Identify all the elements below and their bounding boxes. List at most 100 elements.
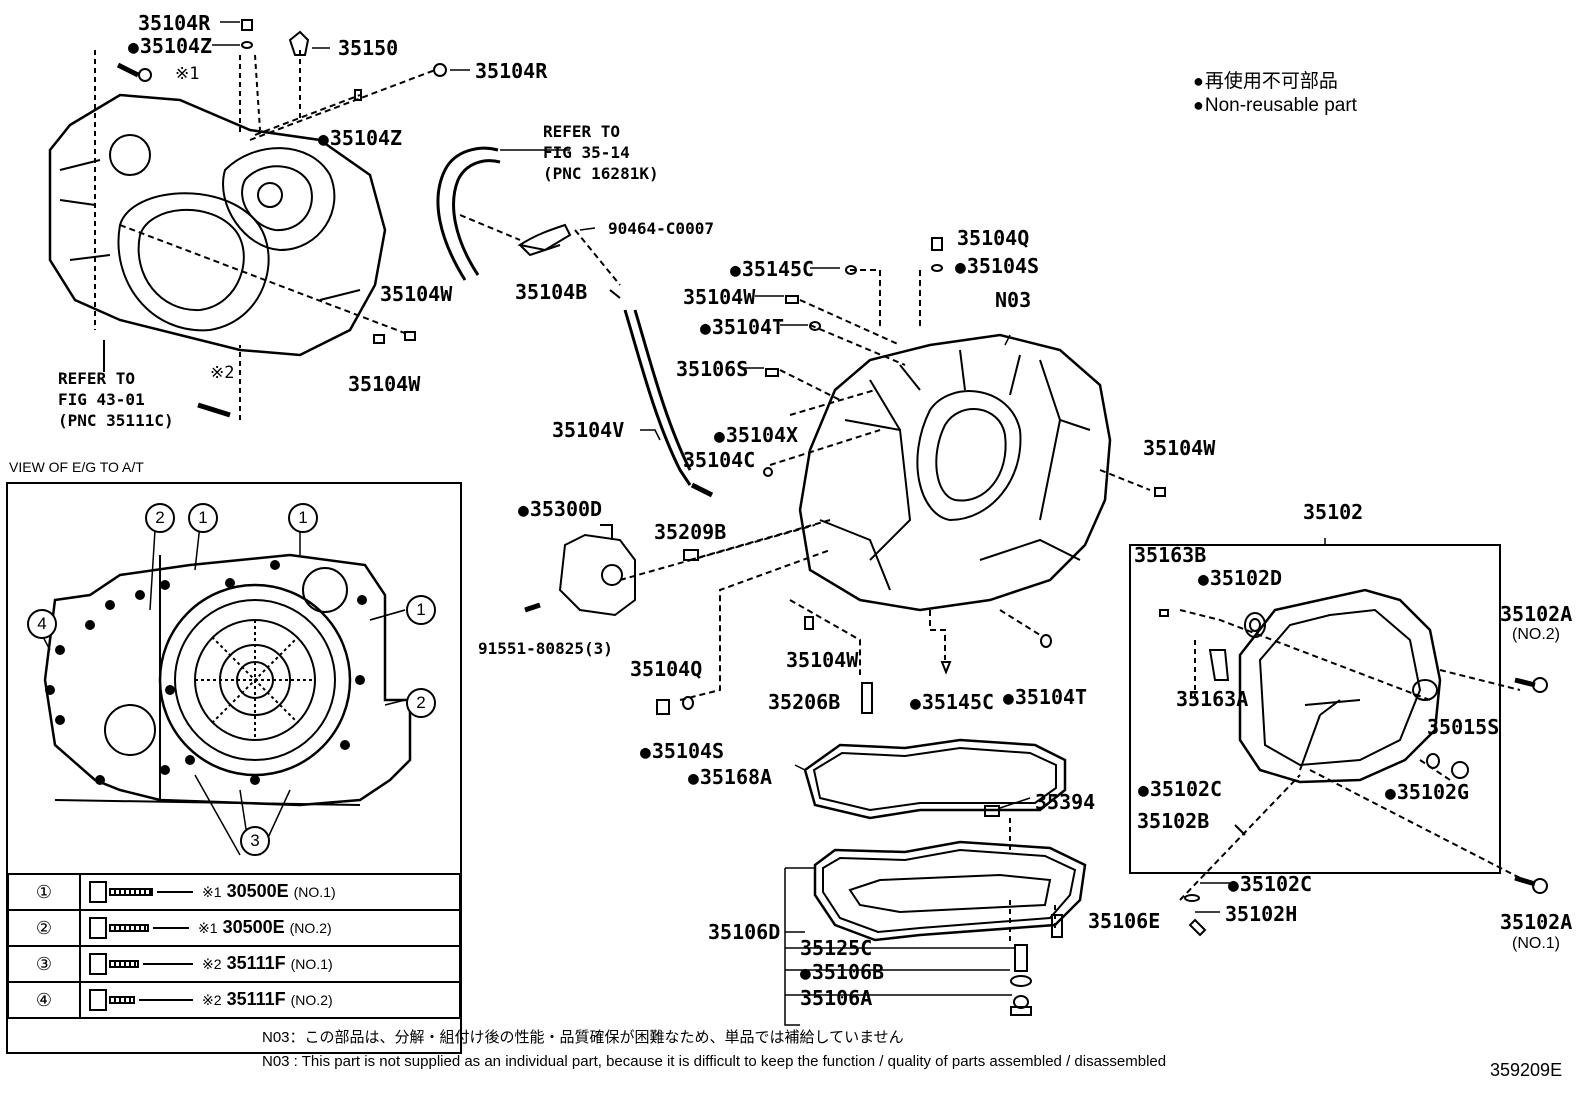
refer-fig43-line3[interactable]: (PNC 35111C) [58, 411, 174, 430]
bolt-part[interactable]: 35111F [226, 952, 286, 973]
footnote-en: N03 : This part is not supplied as an in… [262, 1053, 1167, 1070]
part-35168A[interactable]: 35168A [688, 767, 772, 788]
footnote-jp: N03：この部品は、分解・組付け後の性能・品質確保が困難なため、単品では補給して… [262, 1029, 904, 1046]
bolt-symbol: ④ [7, 981, 81, 1019]
part-35209B[interactable]: 35209B [654, 520, 727, 544]
part-35102D[interactable]: 35102D [1198, 568, 1282, 589]
part-35102A-no1[interactable]: 35102A [1500, 910, 1573, 934]
part-35206B[interactable]: 35206B [768, 690, 841, 714]
bolt-icon [89, 953, 107, 976]
part-35145C-top[interactable]: 35145C [730, 259, 814, 280]
bolt-row: ② ※1 30500E (NO.2) [7, 909, 461, 947]
oil-pan-drawing [813, 818, 1087, 1016]
part-35163B[interactable]: 35163B [1134, 543, 1207, 567]
bolt-icon [89, 989, 107, 1012]
part-35145C-low[interactable]: 35145C [910, 692, 994, 713]
part-35104Q-low[interactable]: 35104Q [630, 657, 703, 681]
part-35102[interactable]: 35102 [1303, 500, 1364, 524]
part-N03[interactable]: N03 [995, 288, 1032, 312]
part-35015S[interactable]: 35015S [1427, 715, 1500, 739]
legend-jp: 再使用不可部品 [1193, 71, 1338, 92]
bolt-table: ① ※1 30500E (NO.1) ② ※1 30500E (NO.2) ③ … [7, 873, 461, 1019]
bolt-part[interactable]: 35111F [226, 988, 286, 1009]
part-35102A-no1-sub: (NO.1) [1512, 935, 1560, 952]
part-35106S[interactable]: 35106S [676, 357, 749, 381]
part-35102G[interactable]: 35102G [1385, 782, 1469, 803]
part-35106E[interactable]: 35106E [1088, 909, 1161, 933]
part-35102A-no2-sub: (NO.2) [1512, 626, 1560, 643]
callout-1-side[interactable]: 1 [406, 595, 436, 625]
bolt-icon [89, 881, 107, 904]
bolt-spec: ※2 35111F (NO.2) [79, 981, 461, 1019]
part-35104Z-mid[interactable]: 35104Z [318, 128, 402, 149]
refer-fig35-line2[interactable]: FIG 35-14 [543, 143, 630, 162]
breather-hose-drawing [436, 146, 714, 498]
figure-id: 359209E [1490, 1060, 1563, 1080]
part-35104S-low[interactable]: 35104S [640, 741, 724, 762]
refer-fig43-line1[interactable]: REFER TO [58, 369, 136, 388]
converter-housing-drawing [48, 19, 447, 420]
callout-1-left[interactable]: 1 [188, 503, 218, 533]
part-35106B[interactable]: 35106B [800, 962, 884, 983]
part-35104C[interactable]: 35104C [683, 448, 756, 472]
bolt-icon [89, 917, 107, 940]
part-35104W-d[interactable]: 35104W [1143, 436, 1216, 460]
callout-2-top[interactable]: 2 [145, 503, 175, 533]
refer-fig35-line3[interactable]: (PNC 16281K) [543, 164, 659, 183]
part-35104S-top[interactable]: 35104S [955, 256, 1039, 277]
transaxle-case-drawing [619, 237, 1166, 715]
part-35300D[interactable]: 35300D [518, 499, 602, 520]
bolt-row: ③ ※2 35111F (NO.1) [7, 945, 461, 983]
part-35104Q-top[interactable]: 35104Q [957, 226, 1030, 250]
part-35163A[interactable]: 35163A [1176, 687, 1249, 711]
bolt-symbol: ② [7, 909, 81, 947]
bolt-row: ④ ※2 35111F (NO.2) [7, 981, 461, 1019]
part-35104T-low[interactable]: 35104T [1003, 687, 1087, 708]
part-35102C-b[interactable]: 35102C [1228, 874, 1312, 895]
part-35104T-top[interactable]: 35104T [700, 317, 784, 338]
mark-2: ※2 [210, 363, 235, 383]
part-35102C-a[interactable]: 35102C [1138, 779, 1222, 800]
part-35104W-b[interactable]: 35104W [348, 372, 421, 396]
refer-fig35-line1[interactable]: REFER TO [543, 122, 621, 141]
part-35104R-right[interactable]: 35104R [475, 59, 548, 83]
part-35104R-top[interactable]: 35104R [138, 11, 211, 35]
callout-4[interactable]: 4 [27, 609, 57, 639]
part-35106A[interactable]: 35106A [800, 986, 873, 1010]
bolt-symbol: ① [7, 873, 81, 911]
part-35150[interactable]: 35150 [338, 36, 399, 60]
solenoid-drawing [524, 524, 636, 617]
part-35104W-e[interactable]: 35104W [786, 648, 859, 672]
part-35104W-c[interactable]: 35104W [683, 285, 756, 309]
bolt-symbol: ③ [7, 945, 81, 983]
part-91551-80825[interactable]: 91551-80825(3) [478, 639, 613, 658]
callout-2-side[interactable]: 2 [406, 688, 436, 718]
part-35106D[interactable]: 35106D [708, 920, 781, 944]
case-cover-drawing [1129, 544, 1548, 937]
bolt-row: ① ※1 30500E (NO.1) [7, 873, 461, 911]
bolt-spec: ※1 30500E (NO.1) [79, 873, 461, 911]
bolt-spec: ※1 30500E (NO.2) [79, 909, 461, 947]
callout-1-right[interactable]: 1 [288, 503, 318, 533]
mark-1: ※1 [175, 64, 200, 84]
refer-fig43-line2[interactable]: FIG 43-01 [58, 390, 145, 409]
part-35104V[interactable]: 35104V [552, 418, 625, 442]
part-90464-C0007[interactable]: 90464-C0007 [608, 219, 714, 238]
part-35394[interactable]: 35394 [1035, 790, 1096, 814]
callout-3[interactable]: 3 [240, 826, 270, 856]
part-35104X[interactable]: 35104X [714, 425, 798, 446]
leader-lines [212, 21, 1326, 1026]
part-35102B[interactable]: 35102B [1137, 809, 1210, 833]
part-35102A-no2[interactable]: 35102A [1500, 602, 1573, 626]
legend-en: Non-reusable part [1193, 95, 1357, 116]
bolt-part[interactable]: 30500E [226, 880, 289, 901]
part-35102H[interactable]: 35102H [1225, 902, 1298, 926]
bolt-spec: ※2 35111F (NO.1) [79, 945, 461, 983]
part-35125C[interactable]: 35125C [800, 936, 873, 960]
bolt-part[interactable]: 30500E [222, 916, 285, 937]
part-35104W-a[interactable]: 35104W [380, 282, 453, 306]
part-35104B[interactable]: 35104B [515, 280, 588, 304]
part-35104Z-top[interactable]: 35104Z [128, 36, 212, 57]
